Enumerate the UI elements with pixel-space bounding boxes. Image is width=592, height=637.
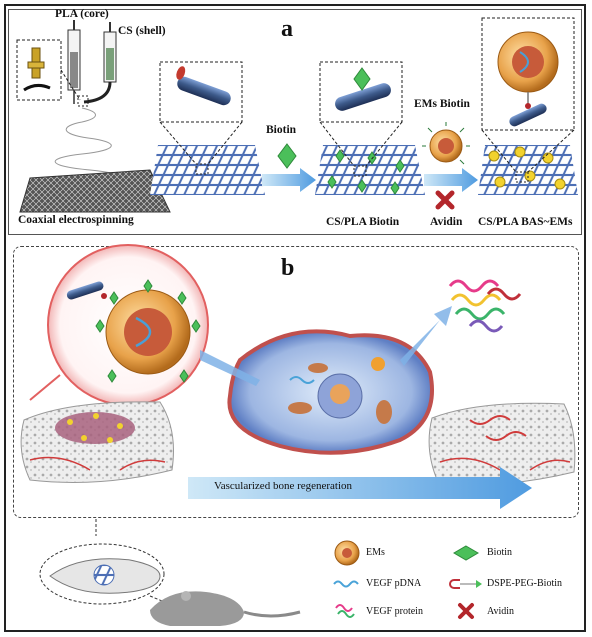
biotin-label: Biotin <box>266 124 297 136</box>
figure-frame <box>4 4 586 632</box>
panel-a-letter: a <box>281 16 293 42</box>
arrow-step-2 <box>424 168 478 192</box>
legend-ems-icon <box>334 540 360 566</box>
vegf-protein-icon <box>448 279 522 333</box>
biotin-fiber-icon <box>335 67 391 111</box>
rat-icon <box>150 591 301 626</box>
ems-particle-icon <box>422 122 470 165</box>
arrow-out-cell <box>400 306 452 366</box>
sem-fiber-mat <box>19 169 171 213</box>
pla-core-label: PLA (core) <box>55 8 109 20</box>
panel-b <box>13 246 579 518</box>
regeneration-arrow <box>188 467 532 509</box>
cs-pla-bas-label: CS/PLA BAS~EMs <box>478 216 573 228</box>
legend-ems-label: EMs <box>366 547 385 558</box>
coaxial-label: Coaxial electrospinning <box>18 214 134 226</box>
avidin-label: Avidin <box>430 216 463 228</box>
legend-protein-label: VEGF protein <box>366 606 423 617</box>
bone-scaffold-left <box>20 401 174 483</box>
ems-detail-icon <box>66 279 201 383</box>
panel-a <box>8 9 582 235</box>
legend-pdna-label: VEGF pDNA <box>366 578 422 589</box>
bone-scaffold-right <box>428 402 576 485</box>
regeneration-label: Vascularized bone regeneration <box>214 480 353 492</box>
rat-skull-icon <box>39 543 165 605</box>
cs-pla-biotin-label: CS/PLA Biotin <box>326 216 400 228</box>
legend-biotin-label: Biotin <box>487 547 513 558</box>
cell-icon <box>227 329 434 455</box>
legend-biotin-icon <box>453 545 479 561</box>
legend-avidin-label: Avidin <box>487 606 515 617</box>
legend-dspe-label: DSPE-PEG-Biotin <box>487 578 563 589</box>
ems-biotin-label: EMs Biotin <box>414 98 470 110</box>
arrow-into-cell <box>200 350 260 386</box>
coaxial-nozzle-icon <box>23 47 51 92</box>
legend-spacer <box>339 576 353 592</box>
arrow-step-1 <box>262 168 316 192</box>
legend-dspe-icon <box>449 579 482 589</box>
cs-syringe-icon <box>83 22 117 104</box>
biotin-icon <box>277 143 297 169</box>
ems-zoom-icon <box>497 31 559 127</box>
legend-avidin-icon <box>458 603 474 619</box>
ems-markers <box>488 146 566 190</box>
avidin-cross-icon <box>435 190 455 210</box>
legend-pdna-icon <box>333 580 359 588</box>
core-shell-fiber-icon <box>176 66 231 106</box>
pla-syringe-icon <box>67 20 81 104</box>
cs-shell-label: CS (shell) <box>118 25 166 37</box>
legend-protein-icon <box>335 604 355 618</box>
panel-b-letter: b <box>281 255 295 281</box>
